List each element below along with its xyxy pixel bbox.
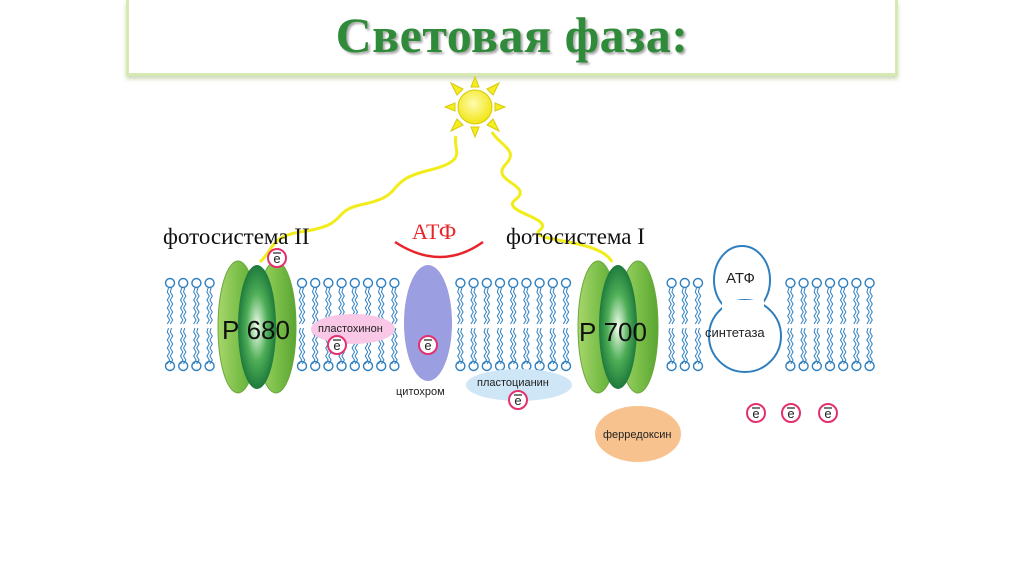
electron-icon: e (781, 403, 801, 423)
lipid (864, 277, 875, 372)
p700-label: Р 700 (579, 317, 647, 347)
thylakoid-membrane (164, 277, 875, 372)
sun-icon (443, 75, 507, 139)
electron-label: e (514, 393, 521, 408)
cytochrome-label: цитохром (396, 386, 445, 398)
atp-top-label: АТФ (412, 219, 456, 244)
lipid (508, 277, 519, 372)
lipid (177, 277, 189, 372)
lipid (666, 277, 677, 372)
electron-icon: e (418, 335, 438, 355)
lipid (481, 277, 492, 372)
electron-icon: e (746, 403, 766, 423)
lipid (838, 277, 849, 372)
plastoquinone-label: пластохинон (318, 323, 383, 335)
lipid (798, 277, 809, 372)
photosystem-2: Р 680 (217, 260, 297, 394)
light-ray-to-ps1 (490, 131, 614, 263)
lipid (560, 277, 572, 372)
electron-label: e (787, 406, 794, 421)
electron-icon: e (818, 403, 838, 423)
lipid (534, 277, 545, 372)
electron-label: e (824, 406, 831, 421)
electron-label: e (333, 338, 340, 353)
electrons: e e e e e e e (267, 248, 838, 423)
ferredoxin-label: ферредоксин (603, 429, 671, 441)
electron-label: e (752, 406, 759, 421)
lipid (851, 277, 862, 372)
lipid (468, 277, 479, 372)
cytochrome-complex (404, 265, 452, 381)
lipid (547, 277, 558, 372)
electron-label: e (424, 338, 431, 353)
plastocyanin-carrier (466, 369, 572, 401)
lipid (164, 277, 176, 372)
electron-icon: e (508, 390, 528, 410)
photosystem-1: Р 700 (577, 260, 659, 394)
synthase-atp-label: АТФ (726, 270, 755, 287)
lipid (785, 277, 796, 372)
title-box: Световая фаза: (126, 0, 898, 76)
light-rays (258, 131, 614, 264)
lipid (362, 277, 374, 372)
atp-synthase: АТФ синтетаза (705, 245, 782, 373)
lipid (521, 277, 532, 372)
lipid (310, 277, 321, 372)
electron-icon: e (267, 248, 287, 268)
electron-icon: e (327, 335, 347, 355)
p680-label: Р 680 (222, 315, 290, 345)
synthase-label: синтетаза (705, 325, 765, 340)
lipid (692, 277, 704, 372)
photosystem-2-label: фотосистема II (163, 224, 310, 249)
lipid (296, 277, 308, 372)
lipid (494, 277, 506, 372)
plastocyanin-label: пластоцианин (477, 377, 549, 389)
lipid (204, 277, 215, 372)
lipid (455, 277, 466, 372)
page-title: Световая фаза: (335, 7, 689, 63)
lipid (389, 277, 400, 372)
light-ray-to-ps2 (258, 135, 459, 264)
ferredoxin-carrier (595, 406, 681, 462)
lipid (679, 277, 690, 372)
lipid (191, 277, 202, 372)
lipid (824, 277, 836, 372)
electron-label: e (273, 251, 280, 266)
photosystem-1-label: фотосистема I (506, 224, 645, 249)
atp-arc (394, 240, 484, 259)
lipid (811, 277, 822, 372)
